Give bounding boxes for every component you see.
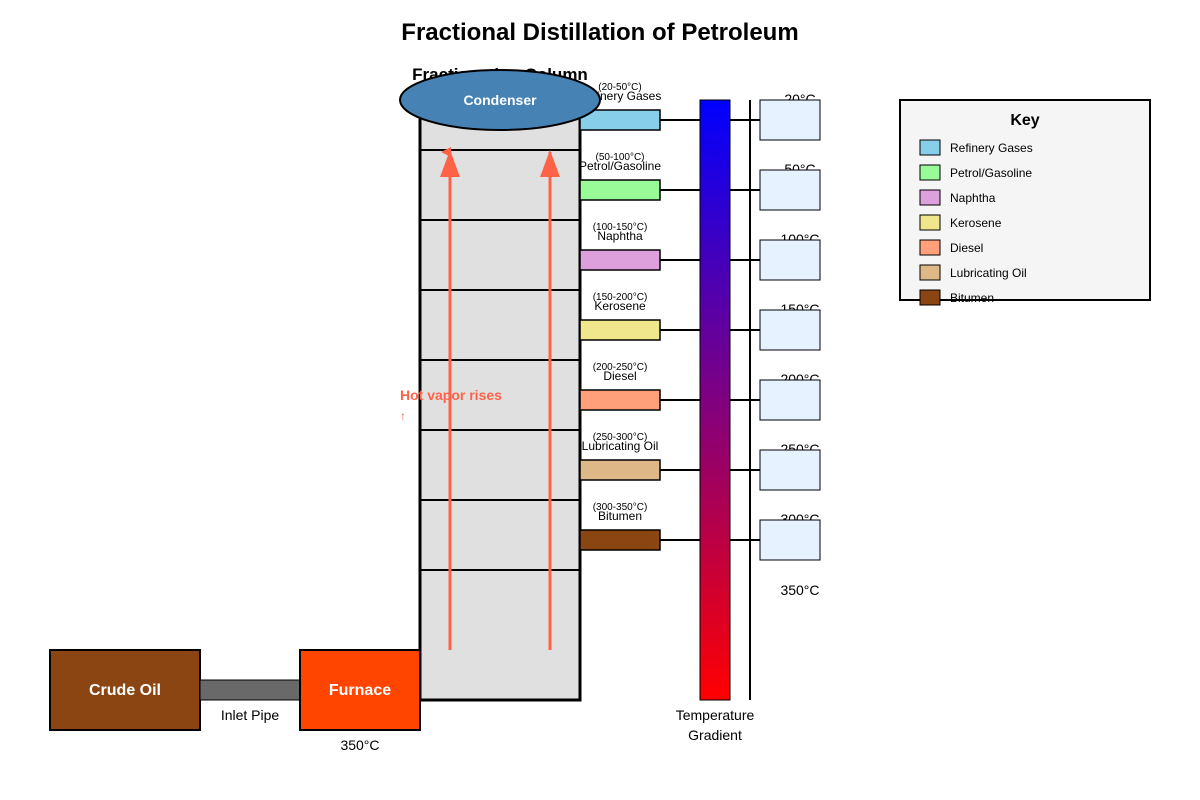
furnace-label: Furnace [329, 682, 391, 699]
collection-box [759, 169, 821, 211]
fraction-name-label: Diesel [603, 369, 636, 383]
key-swatch [919, 214, 941, 231]
fraction-range-label: (250-300°C) [593, 432, 648, 443]
fraction-outlet [579, 529, 661, 551]
fraction-range-label: (50-100°C) [595, 152, 644, 163]
key-item-label: Petrol/Gasoline [950, 166, 1032, 180]
collection-box [759, 379, 821, 421]
key-item-label: Diesel [950, 241, 983, 255]
vapor-label: Hot vapor rises [400, 387, 502, 403]
fraction-outlet [579, 319, 661, 341]
gradient-label-line1: Temperature [676, 707, 755, 723]
fraction-range-label: (150-200°C) [593, 292, 648, 303]
collection-boxes [759, 99, 821, 561]
vapor-arrowhead-left [440, 150, 460, 177]
furnace-temp: 350°C [340, 737, 379, 753]
key-items: Refinery GasesPetrol/GasolineNaphthaKero… [919, 139, 1033, 306]
crude-oil-label: Crude Oil [89, 682, 161, 699]
fraction-name-label: Lubricating Oil [582, 439, 659, 453]
key-swatch [919, 139, 941, 156]
fraction-range-label: (20-50°C) [598, 82, 641, 93]
key-title: Key [1010, 112, 1039, 129]
key-item-label: Lubricating Oil [950, 266, 1027, 280]
fraction-outlet [579, 179, 661, 201]
key-swatch [919, 239, 941, 256]
temperature-gradient-bar [699, 99, 731, 701]
key-item-label: Kerosene [950, 216, 1002, 230]
fraction-outlet [579, 389, 661, 411]
collection-box [759, 99, 821, 141]
key-box [899, 99, 1151, 301]
fraction-range-label: (200-250°C) [593, 362, 648, 373]
furnace [299, 649, 421, 731]
collection-box [759, 239, 821, 281]
key-item-label: Bitumen [950, 291, 994, 305]
fraction-outlet [579, 459, 661, 481]
fraction-outlet [579, 249, 661, 271]
inlet-pipe [199, 679, 301, 701]
fraction-name-label: Kerosene [594, 299, 646, 313]
condenser [399, 69, 601, 131]
vapor-small-arrow: ↑ [400, 409, 406, 423]
inlet-pipe-label: Inlet Pipe [221, 707, 280, 723]
crude-oil-tank [49, 649, 201, 731]
key-swatch [919, 264, 941, 281]
collection-box [759, 519, 821, 561]
fraction-outlet [579, 109, 661, 131]
collection-box [759, 449, 821, 491]
key-item-label: Naphtha [950, 191, 996, 205]
fraction-name-label: Bitumen [598, 509, 642, 523]
gradient-label-line2: Gradient [688, 727, 742, 743]
collection-box [759, 309, 821, 351]
diagram-title: Fractional Distillation of Petroleum [401, 19, 798, 46]
vapor-arrowhead-right [540, 150, 560, 177]
condenser-label: Condenser [463, 92, 537, 108]
fraction-range-label: (100-150°C) [593, 222, 648, 233]
fraction-name-label: Naphtha [597, 229, 643, 243]
fraction-range-label: (300-350°C) [593, 502, 648, 513]
fraction-name-label: Petrol/Gasoline [579, 159, 661, 173]
key-swatch [919, 289, 941, 306]
fraction-outlets: (20-50°C)Refinery Gases(50-100°C)Petrol/… [579, 82, 760, 551]
temperature-tick-label: 350°C [780, 582, 819, 598]
key-swatch [919, 164, 941, 181]
key-item-label: Refinery Gases [950, 141, 1033, 155]
key-swatch [919, 189, 941, 206]
